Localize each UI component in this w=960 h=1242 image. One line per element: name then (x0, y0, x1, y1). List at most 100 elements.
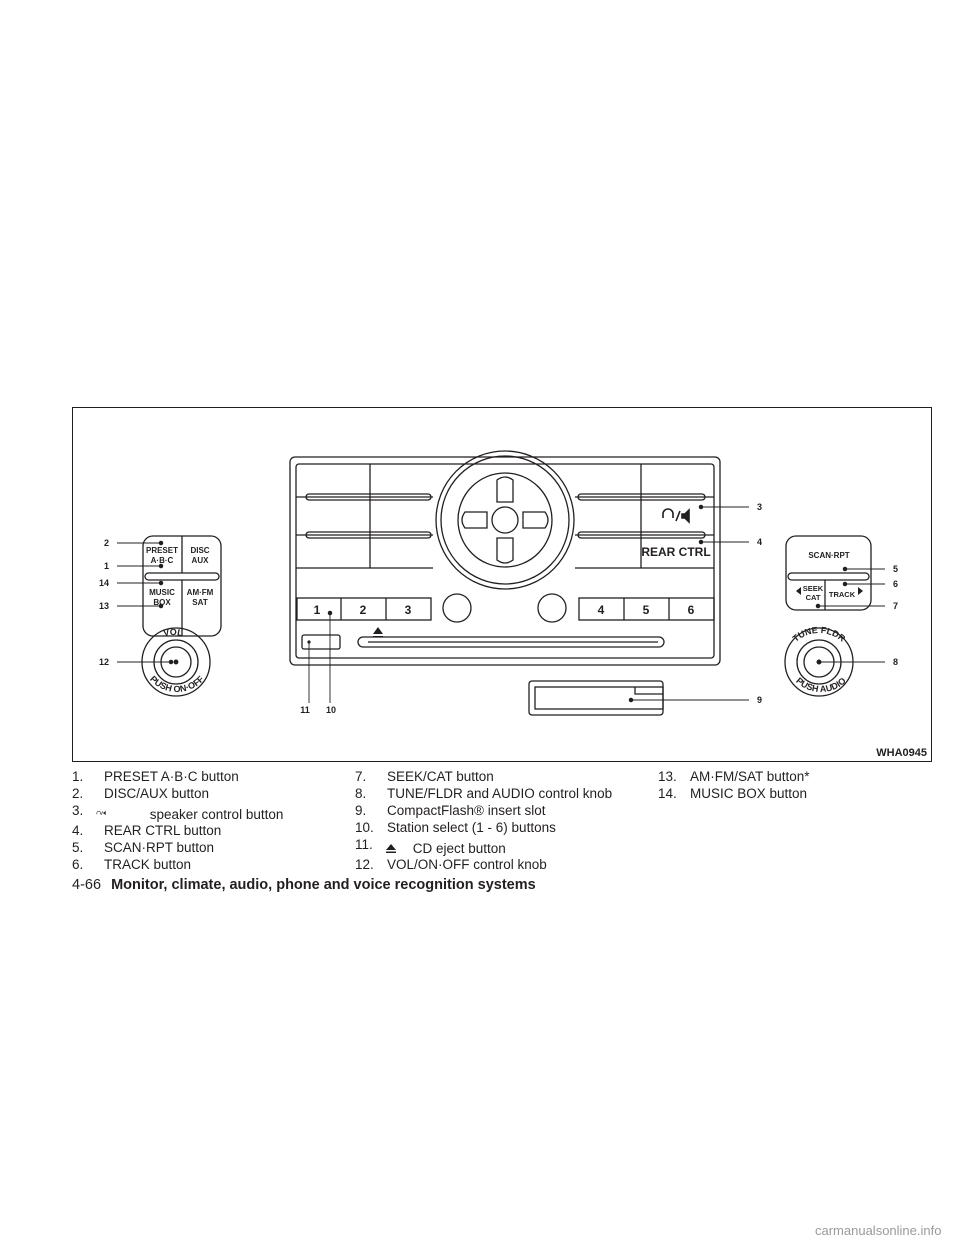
legend-item: 12. VOL/ON·OFF control knob (355, 856, 655, 873)
legend-text: CD eject button (412, 841, 506, 856)
figure-id: WHA0945 (876, 747, 927, 759)
legend-text: TUNE/FLDR and AUDIO control knob (387, 786, 613, 801)
legend-text: TRACK button (104, 857, 192, 872)
track-right-arrow-icon (858, 587, 863, 595)
legend-text: SEEK/CAT button (387, 769, 494, 784)
legend-item: 13. AM·FM/SAT button* (658, 768, 928, 785)
legend-column-3: 13. AM·FM/SAT button* 14. MUSIC BOX butt… (658, 768, 928, 802)
legend-text: AM·FM/SAT button* (690, 769, 810, 784)
head-unit-faceplate (289, 450, 721, 666)
legend-text: PRESET A·B·C button (104, 769, 239, 784)
legend-text: MUSIC BOX button (690, 786, 808, 801)
disc-aux-button[interactable]: DISC AUX (190, 546, 209, 565)
legend-number: 6. (72, 857, 84, 872)
legend-number: 3. (72, 803, 84, 818)
legend-item: 1. PRESET A·B·C button (72, 768, 352, 785)
eject-icon (386, 844, 396, 853)
vol-arc-label: VOL (162, 627, 184, 638)
callout-11: 11 (300, 705, 310, 715)
headphone-speaker-icon[interactable] (662, 508, 690, 524)
legend-text: DISC/AUX button (104, 786, 210, 801)
callout-13: 13 (99, 601, 109, 611)
callout-12: 12 (99, 657, 109, 667)
legend-number: 7. (355, 769, 367, 784)
eject-icon[interactable] (373, 627, 383, 638)
preset-button-4[interactable]: 4 (598, 603, 605, 617)
legend-number: 9. (355, 803, 367, 818)
callout-10: 10 (326, 705, 336, 715)
legend-number: 13. (658, 769, 677, 784)
callout-leaders (117, 504, 885, 703)
legend-number: 5. (72, 840, 84, 855)
am-fm-sat-label-top: AM·FM (187, 588, 214, 597)
callout-3: 3 (757, 502, 762, 512)
compactflash-slot[interactable] (528, 680, 664, 716)
legend-text: Station select (1 - 6) buttons (387, 820, 556, 835)
disc-aux-label-top: DISC (190, 546, 209, 555)
callout-6: 6 (893, 579, 898, 589)
legend-item: 2. DISC/AUX button (72, 785, 352, 802)
left-button-cluster (142, 535, 222, 637)
callout-8: 8 (893, 657, 898, 667)
legend-item: 5. SCAN·RPT button (72, 839, 352, 856)
callout-9: 9 (757, 695, 762, 705)
music-box-button[interactable]: MUSIC BOX (149, 588, 175, 607)
legend-text: VOL/ON·OFF control knob (387, 857, 547, 872)
legend-text: speaker control button (149, 807, 284, 822)
legend-number: 2. (72, 786, 84, 801)
page-number: 4-66 (72, 877, 102, 893)
right-button-cluster (785, 535, 872, 611)
legend-item: 7. SEEK/CAT button (355, 768, 655, 785)
preset-button-5[interactable]: 5 (643, 603, 650, 617)
legend-item: 9. CompactFlash® insert slot (355, 802, 655, 819)
legend-number: 14. (658, 786, 677, 801)
preset-abc-button[interactable]: PRESET A·B·C (146, 546, 178, 565)
headphone-speaker-icon (96, 810, 106, 816)
track-button[interactable]: TRACK (829, 587, 863, 599)
legend-item: 3. speaker control button (72, 802, 352, 822)
seek-left-arrow-icon (796, 587, 801, 595)
audio-unit-diagram: PRESET A·B·C DISC AUX MUSIC BOX AM·FM SA… (99, 450, 898, 716)
legend-number: 4. (72, 823, 84, 838)
preset-abc-label-top: PRESET (146, 546, 178, 555)
callout-2: 2 (104, 538, 109, 548)
legend-number: 11. (355, 837, 373, 852)
legend-text-with-icon: CD eject button (386, 840, 506, 857)
legend-item: 8. TUNE/FLDR and AUDIO control knob (355, 785, 655, 802)
preset-button-6[interactable]: 6 (688, 603, 695, 617)
disc-aux-label-bottom: AUX (192, 556, 210, 565)
am-fm-sat-label-bottom: SAT (192, 598, 208, 607)
seek-cat-button[interactable]: SEEK CAT (796, 584, 824, 602)
music-box-label-bottom: BOX (153, 598, 171, 607)
legend-number: 12. (355, 857, 374, 872)
legend-item: 6. TRACK button (72, 856, 352, 873)
callout-7: 7 (893, 601, 898, 611)
legend-item: 11. CD eject button (355, 836, 655, 856)
legend-text: REAR CTRL button (104, 823, 222, 838)
legend-text: CompactFlash® insert slot (387, 803, 546, 818)
legend-text-with-icon: speaker control button (96, 806, 284, 823)
cat-label: CAT (806, 593, 821, 602)
preset-button-2[interactable]: 2 (360, 603, 367, 617)
track-label: TRACK (829, 590, 856, 599)
legend-column-1: 1. PRESET A·B·C button 2. DISC/AUX butto… (72, 768, 352, 873)
callout-5: 5 (893, 564, 898, 574)
legend-column-2: 7. SEEK/CAT button 8. TUNE/FLDR and AUDI… (355, 768, 655, 873)
audio-unit-figure: PRESET A·B·C DISC AUX MUSIC BOX AM·FM SA… (72, 407, 932, 762)
seek-label: SEEK (803, 584, 824, 593)
preset-button-1[interactable]: 1 (314, 603, 321, 617)
preset-abc-label-bottom: A·B·C (151, 556, 174, 565)
preset-button-3[interactable]: 3 (405, 603, 412, 617)
legend-number: 1. (72, 769, 84, 784)
watermark: carmanualsonline.info (815, 1223, 942, 1238)
scan-rpt-button[interactable]: SCAN·RPT (808, 551, 849, 560)
legend-item: 4. REAR CTRL button (72, 822, 352, 839)
legend-number: 10. (355, 820, 374, 835)
rear-ctrl-button[interactable]: REAR CTRL (641, 545, 710, 559)
am-fm-sat-button[interactable]: AM·FM SAT (187, 588, 214, 607)
section-title: Monitor, climate, audio, phone and voice… (111, 877, 536, 893)
legend-item: 14. MUSIC BOX button (658, 785, 928, 802)
callout-14: 14 (99, 578, 109, 588)
legend-number: 8. (355, 786, 367, 801)
callout-1: 1 (104, 561, 109, 571)
